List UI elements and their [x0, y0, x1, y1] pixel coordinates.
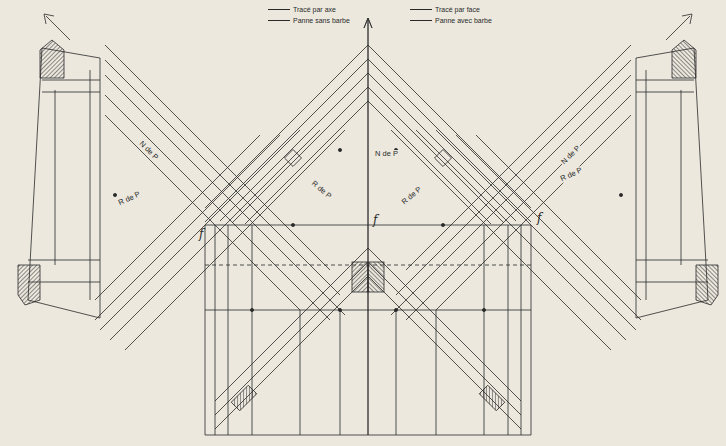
- script-mark: f: [198, 228, 204, 240]
- script-mark: f: [372, 214, 378, 226]
- part-label: R de P: [558, 166, 584, 183]
- line-sample: [410, 20, 432, 21]
- script-mark: f: [536, 212, 542, 224]
- half-plan: [18, 14, 372, 435]
- part-label: R de P: [116, 190, 142, 207]
- part-label: R de P: [310, 179, 334, 201]
- legend-row: Tracé par axe: [268, 6, 336, 13]
- legend-row: Tracé par face: [410, 6, 480, 13]
- line-sample: [410, 9, 432, 10]
- legend-text: Tracé par face: [435, 6, 480, 13]
- line-sample: [268, 20, 290, 21]
- legend-text: Tracé par axe: [293, 6, 336, 13]
- legend-row: Panne avec barbe: [410, 17, 492, 24]
- legend-text: Panne sans barbe: [293, 17, 350, 24]
- legend-row: Panne sans barbe: [268, 17, 350, 24]
- part-label: N de P: [374, 150, 399, 158]
- mirrored-half: [364, 14, 718, 435]
- legend-text: Panne avec barbe: [435, 17, 492, 24]
- part-label: R de P: [400, 185, 424, 207]
- part-label: N de P: [559, 143, 582, 166]
- line-sample: [268, 9, 290, 10]
